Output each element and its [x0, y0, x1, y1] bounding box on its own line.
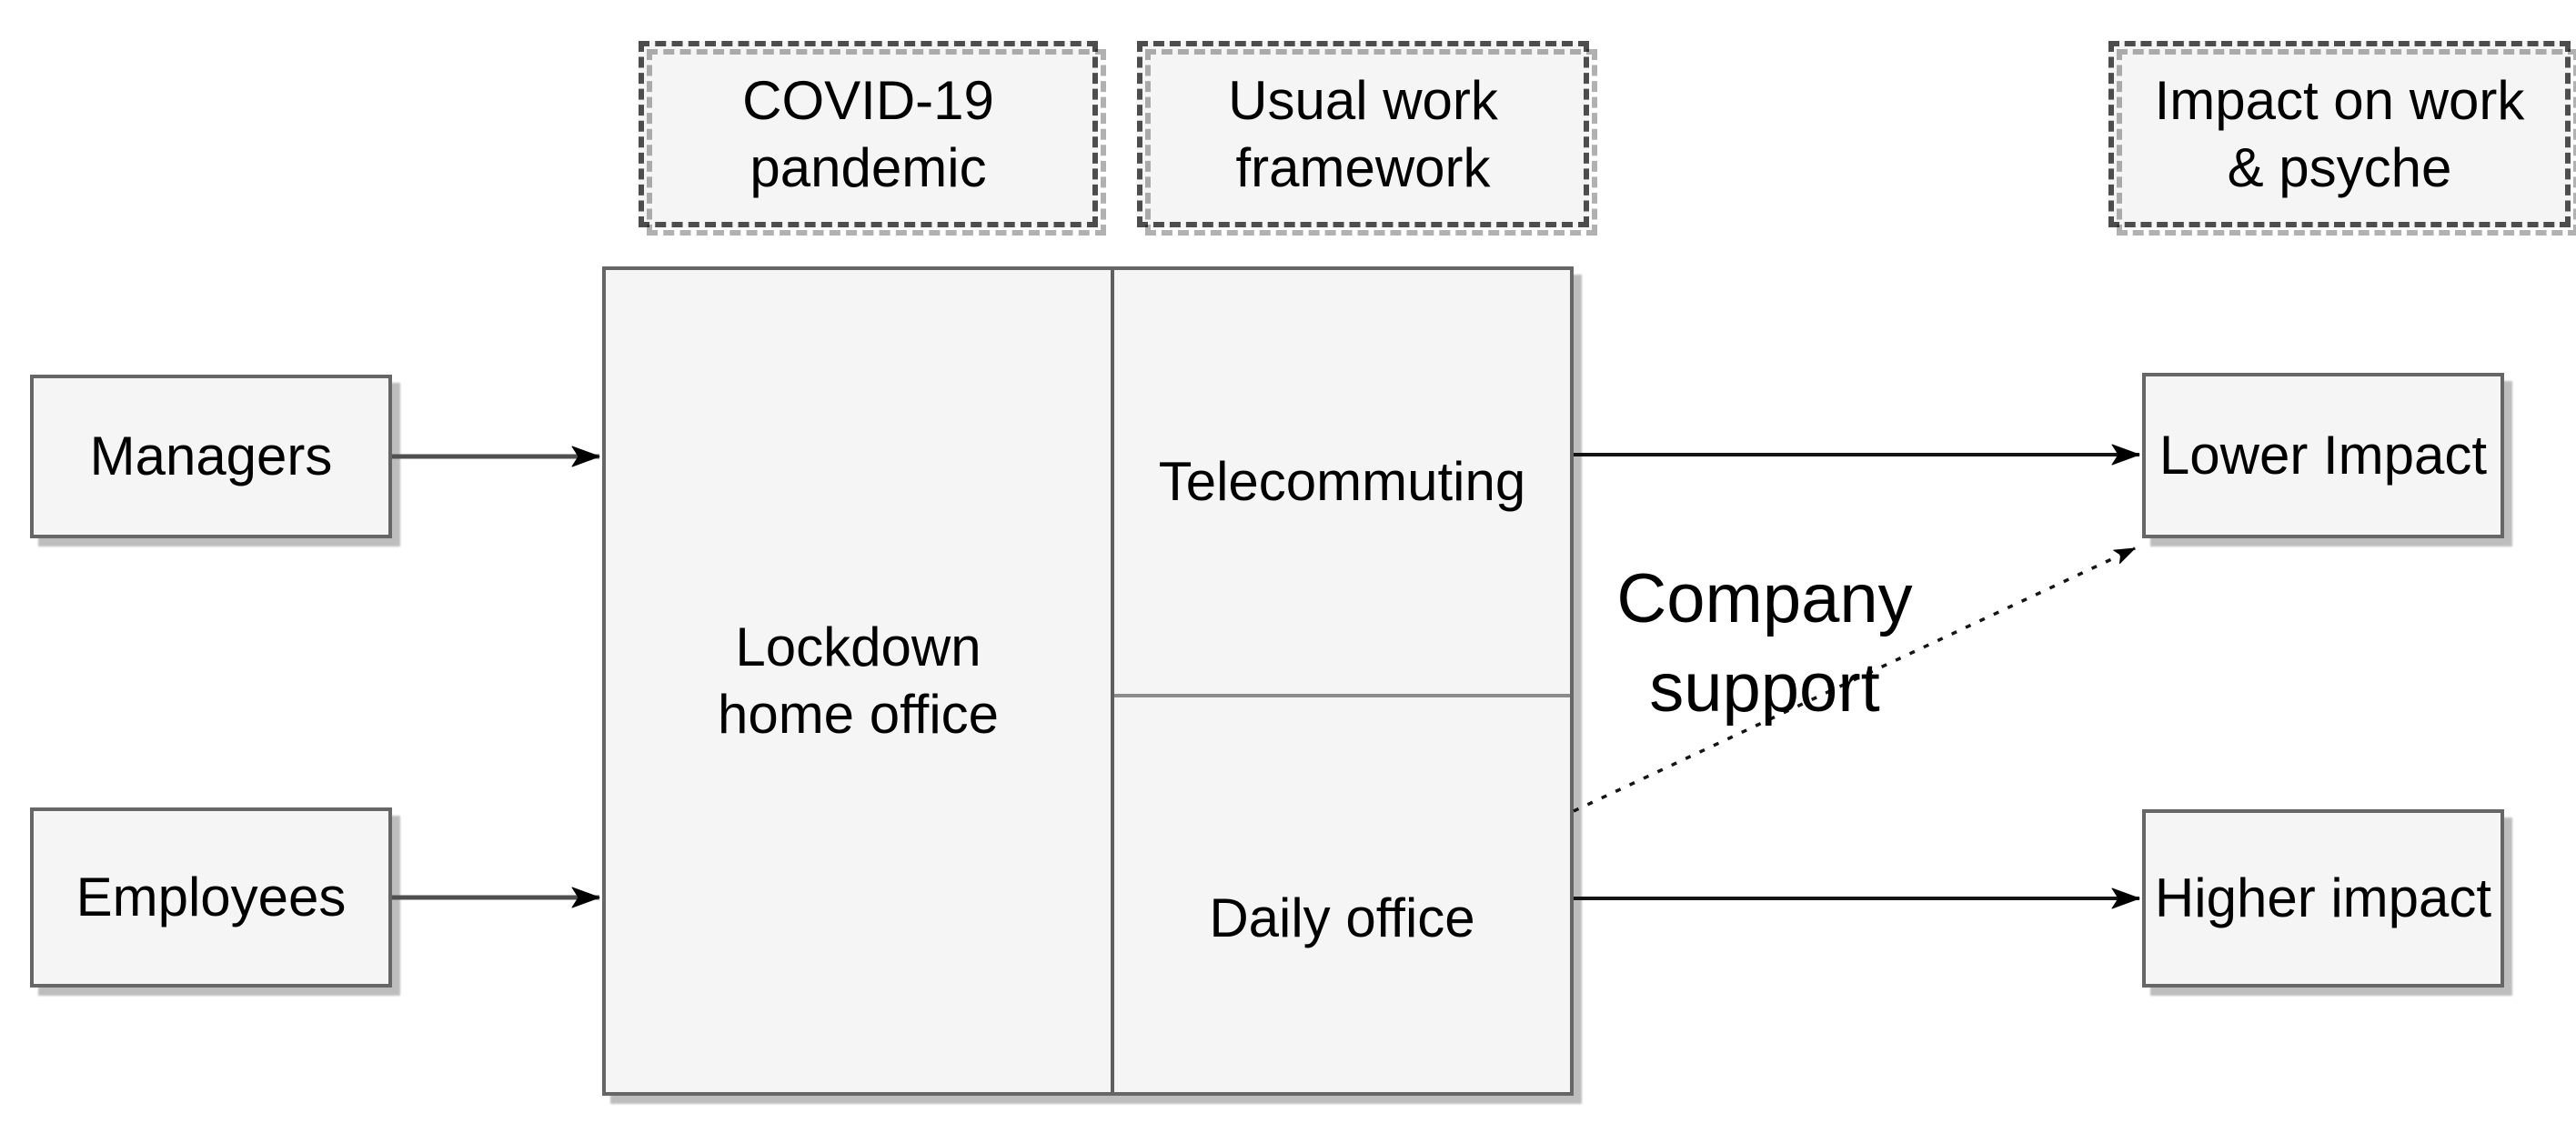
divider-vertical [1111, 270, 1114, 1092]
header-impact-on-work-psyche: Impact on work & psyche [2108, 41, 2571, 227]
node-telecommuting: Telecommuting [1158, 451, 1526, 512]
work-framework-container: Lockdown home office Telecommuting Daily… [602, 266, 1574, 1096]
node-higher-impact: Higher impact [2142, 809, 2504, 988]
node-employees: Employees [30, 807, 392, 988]
divider-horizontal [1114, 694, 1570, 697]
node-lockdown-home-office: Lockdown home office [717, 617, 1000, 745]
edge-label-company-support: Company support [1616, 560, 1913, 727]
node-daily-office: Daily office [1209, 887, 1475, 948]
header-covid-pandemic: COVID-19 pandemic [639, 41, 1098, 227]
node-lower-impact: Lower Impact [2142, 373, 2504, 538]
header-usual-work-framework: Usual work framework [1137, 41, 1589, 227]
node-managers: Managers [30, 375, 392, 538]
